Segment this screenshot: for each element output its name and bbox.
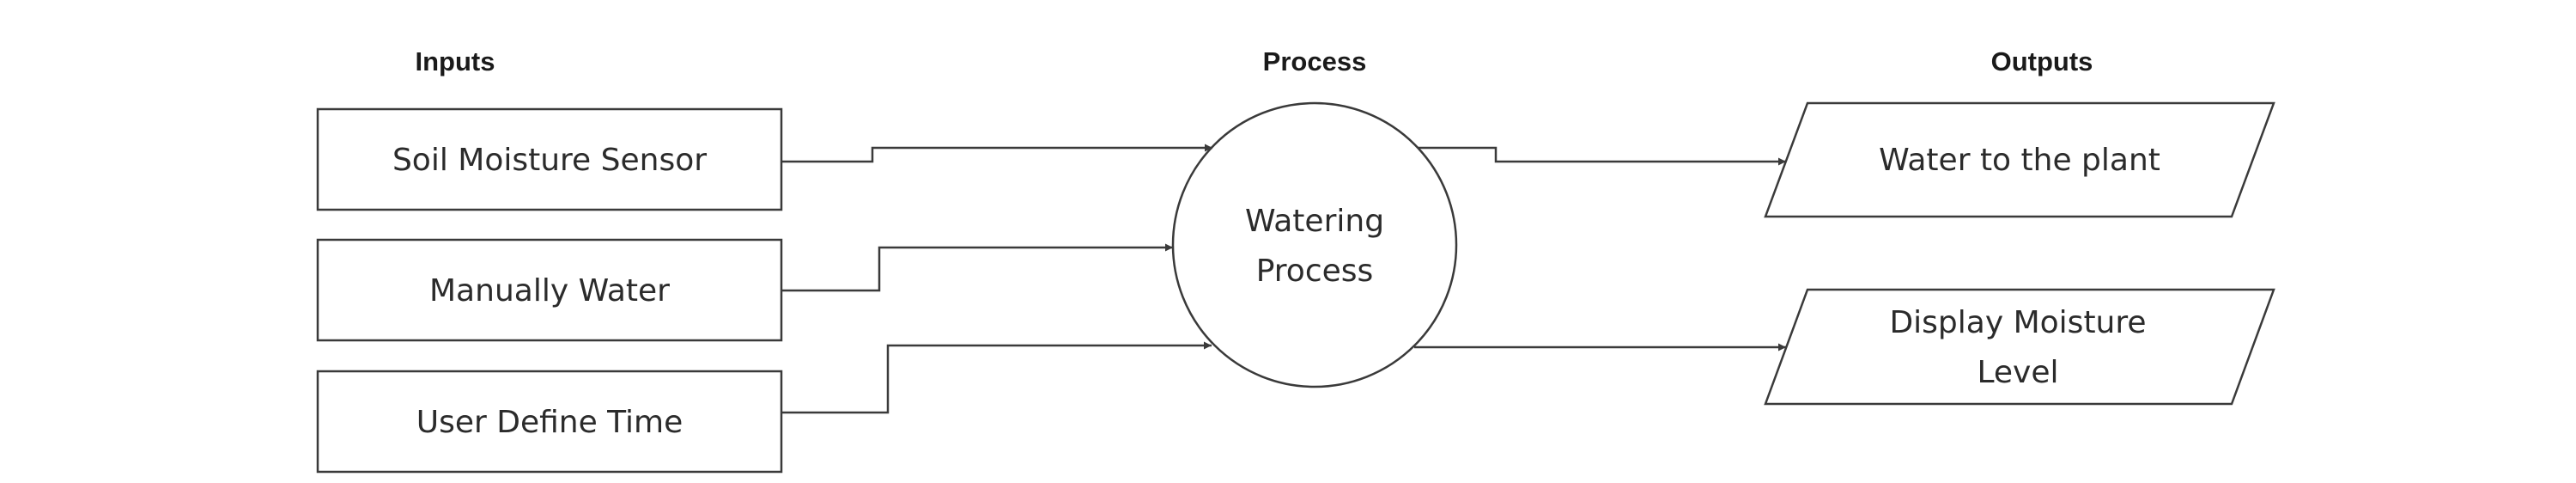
process-label-line1: Watering	[1245, 204, 1384, 239]
connector-soil-sensor-to-process	[781, 144, 1212, 163]
inputs-heading: Inputs	[416, 46, 495, 76]
input-box-manually-water: Manually Water	[316, 238, 783, 342]
input-label-soil-moisture-sensor: Soil Moisture Sensor	[392, 143, 707, 178]
input-label-manually-water: Manually Water	[429, 273, 670, 309]
output-display-moisture-level: Display Moisture Level	[1764, 288, 2275, 406]
input-box-soil-moisture-sensor: Soil Moisture Sensor	[316, 107, 783, 211]
connector-process-to-water-output	[1418, 146, 1786, 166]
connector-manual-water-to-process	[781, 243, 1173, 292]
process-heading: Process	[1263, 46, 1367, 76]
process-label-line2: Process	[1256, 254, 1374, 289]
input-label-user-define-time: User Define Time	[416, 405, 683, 440]
output-label-display-moisture-line1: Display Moisture	[1889, 305, 2146, 340]
output-label-display-moisture-line2: Level	[1977, 355, 2058, 390]
process-circle: Watering Process	[1171, 101, 1458, 388]
connector-user-time-to-process	[781, 341, 1212, 414]
output-water-to-the-plant: Water to the plant	[1764, 101, 2275, 218]
input-box-user-define-time: User Define Time	[316, 370, 783, 474]
output-label-water-to-the-plant: Water to the plant	[1879, 143, 2160, 178]
outputs-heading: Outputs	[1991, 46, 2093, 76]
